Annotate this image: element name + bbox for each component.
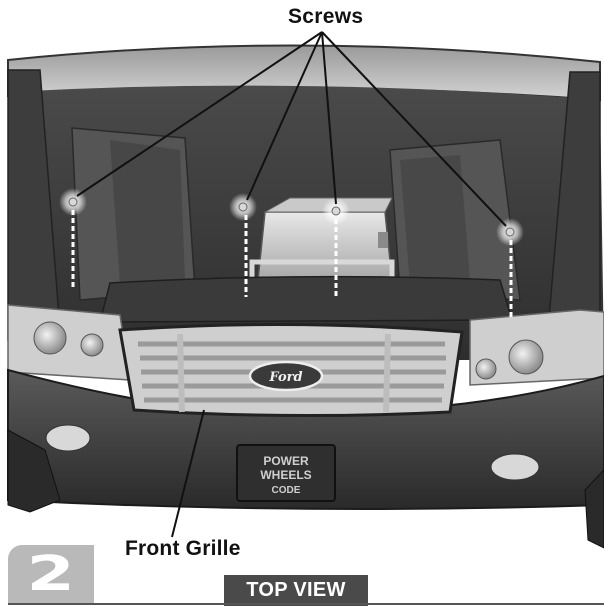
right-headlight [469,309,604,386]
frame-divider [8,603,604,605]
plate-line-2: WHEELS [260,468,311,482]
ford-badge: Ford [248,360,324,392]
front-grille-label: Front Grille [125,537,241,560]
view-banner: TOP VIEW [224,575,368,606]
screws-callout-lines [76,31,507,227]
view-label: TOP VIEW [246,579,346,601]
screws-label: Screws [288,5,364,28]
plate-line-3: CODE [272,485,301,496]
left-headlight [7,304,131,381]
grille-callout-line [171,409,205,538]
step-number: 2 [26,546,76,602]
license-plate: POWER WHEELS CODE [236,444,336,502]
ford-badge-text: Ford [268,370,302,385]
screw-4 [496,218,524,320]
step-badge: 2 [8,545,94,603]
plate-line-1: POWER [263,454,309,468]
screw-3 [322,197,350,298]
screw-2 [229,193,257,297]
